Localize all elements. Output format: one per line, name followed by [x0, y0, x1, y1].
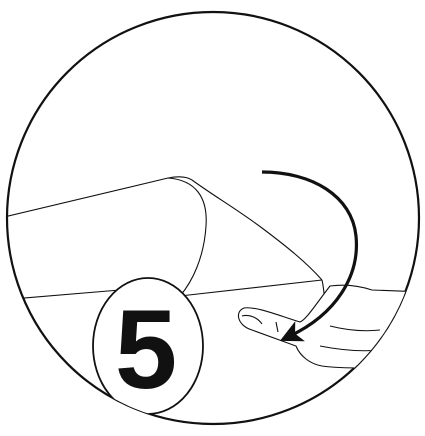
step-number: 5: [115, 287, 177, 412]
